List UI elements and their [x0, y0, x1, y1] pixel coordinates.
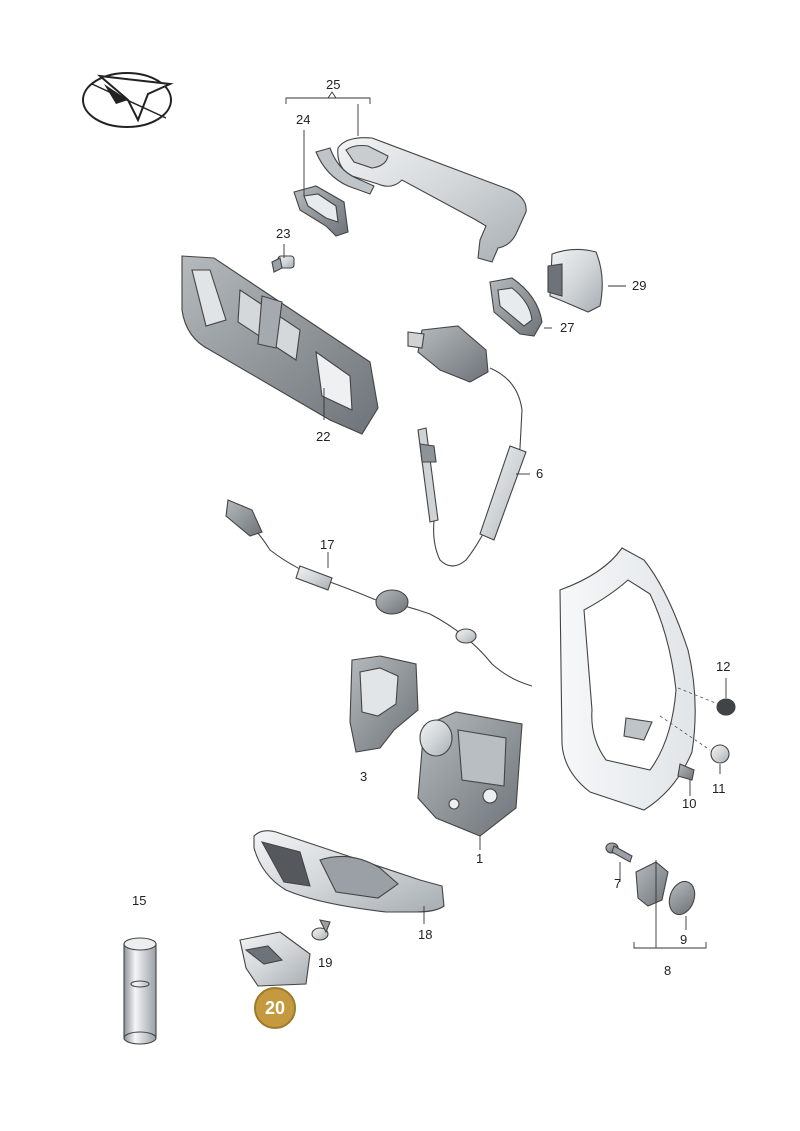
cover-gasket	[489, 277, 543, 337]
inner-handle-cover	[239, 931, 311, 987]
callout-8: 8	[664, 963, 672, 978]
outer-door-handle	[315, 137, 527, 263]
screw-7	[605, 842, 633, 863]
callout-27: 27	[560, 320, 575, 335]
highlight-badge-label: 20	[264, 997, 286, 1018]
door-frame	[559, 547, 696, 811]
handle-support-bracket	[181, 255, 379, 435]
callout-11: 11	[712, 781, 726, 796]
handle-carrier-and-cable	[407, 325, 527, 567]
callout-25: 25	[326, 77, 341, 92]
callout-1: 1	[476, 851, 484, 866]
plug-12	[716, 698, 736, 716]
highlight-badge-20[interactable]: 20	[254, 987, 296, 1029]
lock-housing-cover	[349, 655, 419, 753]
callout-7: 7	[614, 876, 622, 891]
callout-15: 15	[132, 893, 147, 908]
grease-canister	[123, 937, 157, 1045]
stop-holder-8	[635, 861, 669, 907]
door-lock-actuator	[417, 711, 523, 837]
bolt-10	[677, 763, 695, 781]
callout-9: 9	[680, 932, 688, 947]
screw-23	[271, 255, 295, 273]
callout-10: 10	[682, 796, 697, 811]
callout-29: 29	[632, 278, 647, 293]
release-cable	[225, 499, 533, 687]
plate-9	[668, 880, 696, 916]
callout-12: 12	[716, 659, 731, 674]
lock-cylinder-cap	[547, 248, 603, 313]
callout-3: 3	[360, 769, 368, 784]
callout-23: 23	[276, 226, 291, 241]
screw-19	[311, 919, 331, 941]
inner-door-handle	[253, 830, 445, 913]
brand-logo	[82, 72, 174, 128]
callout-18: 18	[418, 927, 433, 942]
handle-gasket	[293, 185, 349, 237]
callout-22: 22	[316, 429, 331, 444]
plug-11	[710, 744, 730, 764]
callout-19: 19	[318, 955, 333, 970]
callout-6: 6	[536, 466, 544, 481]
callout-17: 17	[320, 537, 335, 552]
callout-24: 24	[296, 112, 311, 127]
leader-lines	[283, 91, 727, 949]
